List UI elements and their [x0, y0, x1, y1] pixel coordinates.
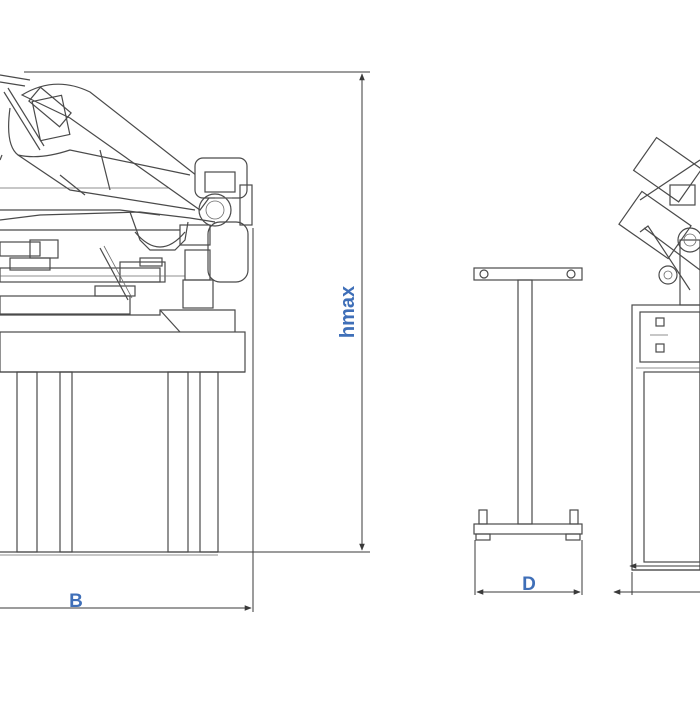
saw-table — [0, 309, 246, 373]
motor-block — [179, 157, 253, 309]
stand-side-view — [473, 267, 583, 595]
label-b: B — [69, 591, 83, 612]
label-hmax: hmax — [337, 286, 359, 338]
dimension-hmax — [24, 71, 370, 553]
dimension-b — [0, 228, 254, 612]
vise-assembly — [0, 239, 185, 315]
blade-guard — [0, 74, 216, 211]
motor-head — [618, 136, 700, 260]
stand-legs — [0, 371, 219, 556]
bandsaw-side-view — [613, 136, 700, 595]
bandsaw-front-view — [0, 71, 370, 612]
label-d: D — [522, 574, 536, 595]
